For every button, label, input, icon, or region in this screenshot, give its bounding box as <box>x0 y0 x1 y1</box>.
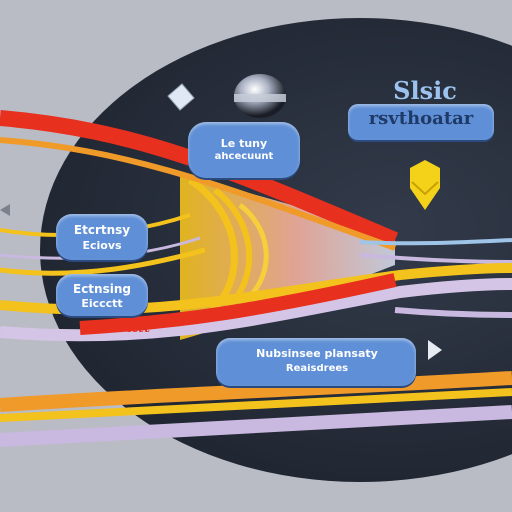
stream-bottom-yellow <box>0 388 512 422</box>
stream-orange-top <box>0 137 397 251</box>
left-arrow-hint <box>0 204 10 216</box>
callout-top-line1: Le tuny <box>220 138 268 150</box>
arrow-chevron-line <box>411 181 439 196</box>
header-subtitle-box <box>348 104 494 140</box>
callout-left-upper-line1: Etcrtnsy <box>73 224 131 237</box>
double-chevron-down-arrow-icon <box>410 160 440 210</box>
callout-left-upper-line2: Eciovs <box>82 240 122 252</box>
stream-out-blue <box>359 238 512 246</box>
callout-left-lower-line2: Eiccctt <box>81 298 123 310</box>
callout-bottom-box <box>216 338 416 386</box>
stream-out-lavender-2 <box>394 307 512 318</box>
stream-label: Lcc tttt <box>96 322 150 336</box>
callout-bottom-line1: Nubsinsee plansaty <box>256 348 378 360</box>
stream-band-red <box>79 273 397 335</box>
triangle-pointer-icon <box>428 340 442 360</box>
header-subtitle: rsvthoatar <box>368 110 474 129</box>
stream-left-yellow-2 <box>0 247 206 276</box>
callout-top-box <box>188 122 300 178</box>
callout-bottom-line2: Reaisdrees <box>285 364 349 374</box>
stream-bottom-orange <box>0 371 512 412</box>
stream-band-lavender <box>0 278 512 342</box>
callout-top-line2: ahcecuunt <box>214 152 274 162</box>
callout-left-upper-box <box>56 214 148 260</box>
stream-out-lavender-1 <box>359 253 512 264</box>
header-title: Slsic <box>393 78 457 104</box>
sphere-band <box>234 94 286 102</box>
diamond-shape-icon <box>167 83 195 111</box>
callout-left-lower-box <box>56 274 148 316</box>
stream-bottom-lavender <box>0 405 512 447</box>
callout-left-lower-line1: Ectnsing <box>73 283 131 296</box>
